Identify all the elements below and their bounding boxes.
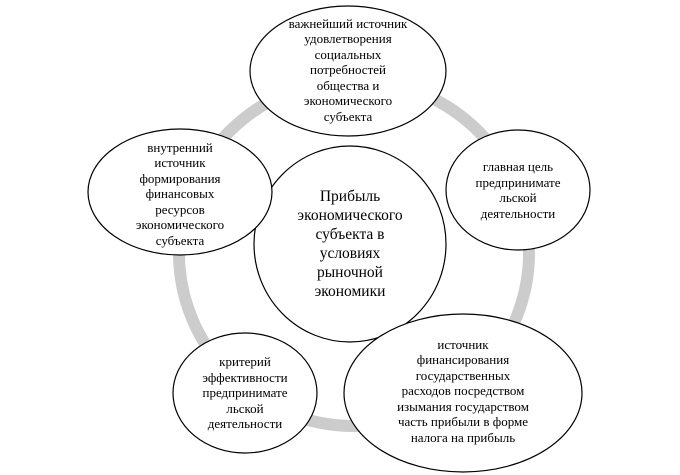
node-text-line: эффективности: [202, 369, 288, 385]
ellipse-left: [87, 128, 273, 256]
node-text-line: льской: [499, 190, 537, 205]
node-text-line: источник: [154, 155, 206, 171]
center-text-line: экономического: [297, 207, 403, 224]
node-text-line: критерий: [219, 354, 271, 370]
node-text-line: важнейший источник: [288, 15, 408, 31]
node-text-line: изымания государством: [397, 398, 529, 414]
center-ellipse: [253, 145, 447, 343]
node-bottom-right-text: источник финансирования государственных …: [368, 333, 558, 449]
node-text-line: расходов посредством: [401, 383, 525, 399]
node-text-line: налога на прибыль: [410, 429, 516, 445]
node-text-line: деятельности: [480, 205, 556, 221]
node-left-text: внутренний источник формирования финансо…: [110, 138, 250, 250]
node-text-line: источник: [437, 336, 489, 352]
node-text-line: социальных: [314, 46, 382, 62]
node-text-line: общества и: [316, 77, 380, 93]
node-text-line: часть прибыли в форме: [397, 414, 528, 430]
node-text-line: государственных: [415, 367, 511, 383]
center-text-line: экономики: [314, 283, 386, 300]
node-text-line: формирования: [139, 170, 221, 186]
ellipse-top: [249, 5, 447, 137]
node-text-line: субъекта: [155, 232, 205, 248]
center-text-line: Прибыль: [319, 188, 381, 205]
ellipse-bottom-right: [343, 313, 583, 473]
node-text-line: субъекта: [323, 108, 373, 124]
node-bottom-left-text: критерий эффективности предпринимате льс…: [185, 352, 305, 434]
center-text: Прибыль экономического субъекта в услови…: [270, 175, 430, 313]
ellipse-right: [445, 129, 591, 251]
node-text-line: экономического: [303, 93, 393, 109]
node-text-line: удовлетворения: [304, 31, 392, 47]
node-right-text: главная цель предпринимате льской деятел…: [462, 150, 574, 230]
node-text-line: деятельности: [207, 416, 283, 432]
node-text-line: внутренний: [147, 139, 213, 155]
ellipse-bottom-left: [172, 332, 318, 454]
node-top-text: важнейший источник удовлетворения социал…: [262, 14, 434, 126]
node-text-line: финансирования: [416, 352, 510, 368]
node-text-line: ресурсов: [155, 201, 205, 217]
node-text-line: льской: [226, 400, 264, 416]
center-text-line: условиях: [319, 245, 381, 262]
node-text-line: предпринимате: [475, 174, 561, 190]
node-text-line: предпринимате: [202, 385, 288, 401]
center-text-line: субъекта в: [315, 226, 385, 243]
node-text-line: финансовых: [145, 186, 215, 202]
node-text-line: экономического: [135, 217, 225, 233]
node-text-line: потребностей: [310, 62, 386, 78]
node-text-line: главная цель: [482, 159, 554, 174]
center-text-line: рыночной: [317, 264, 383, 281]
